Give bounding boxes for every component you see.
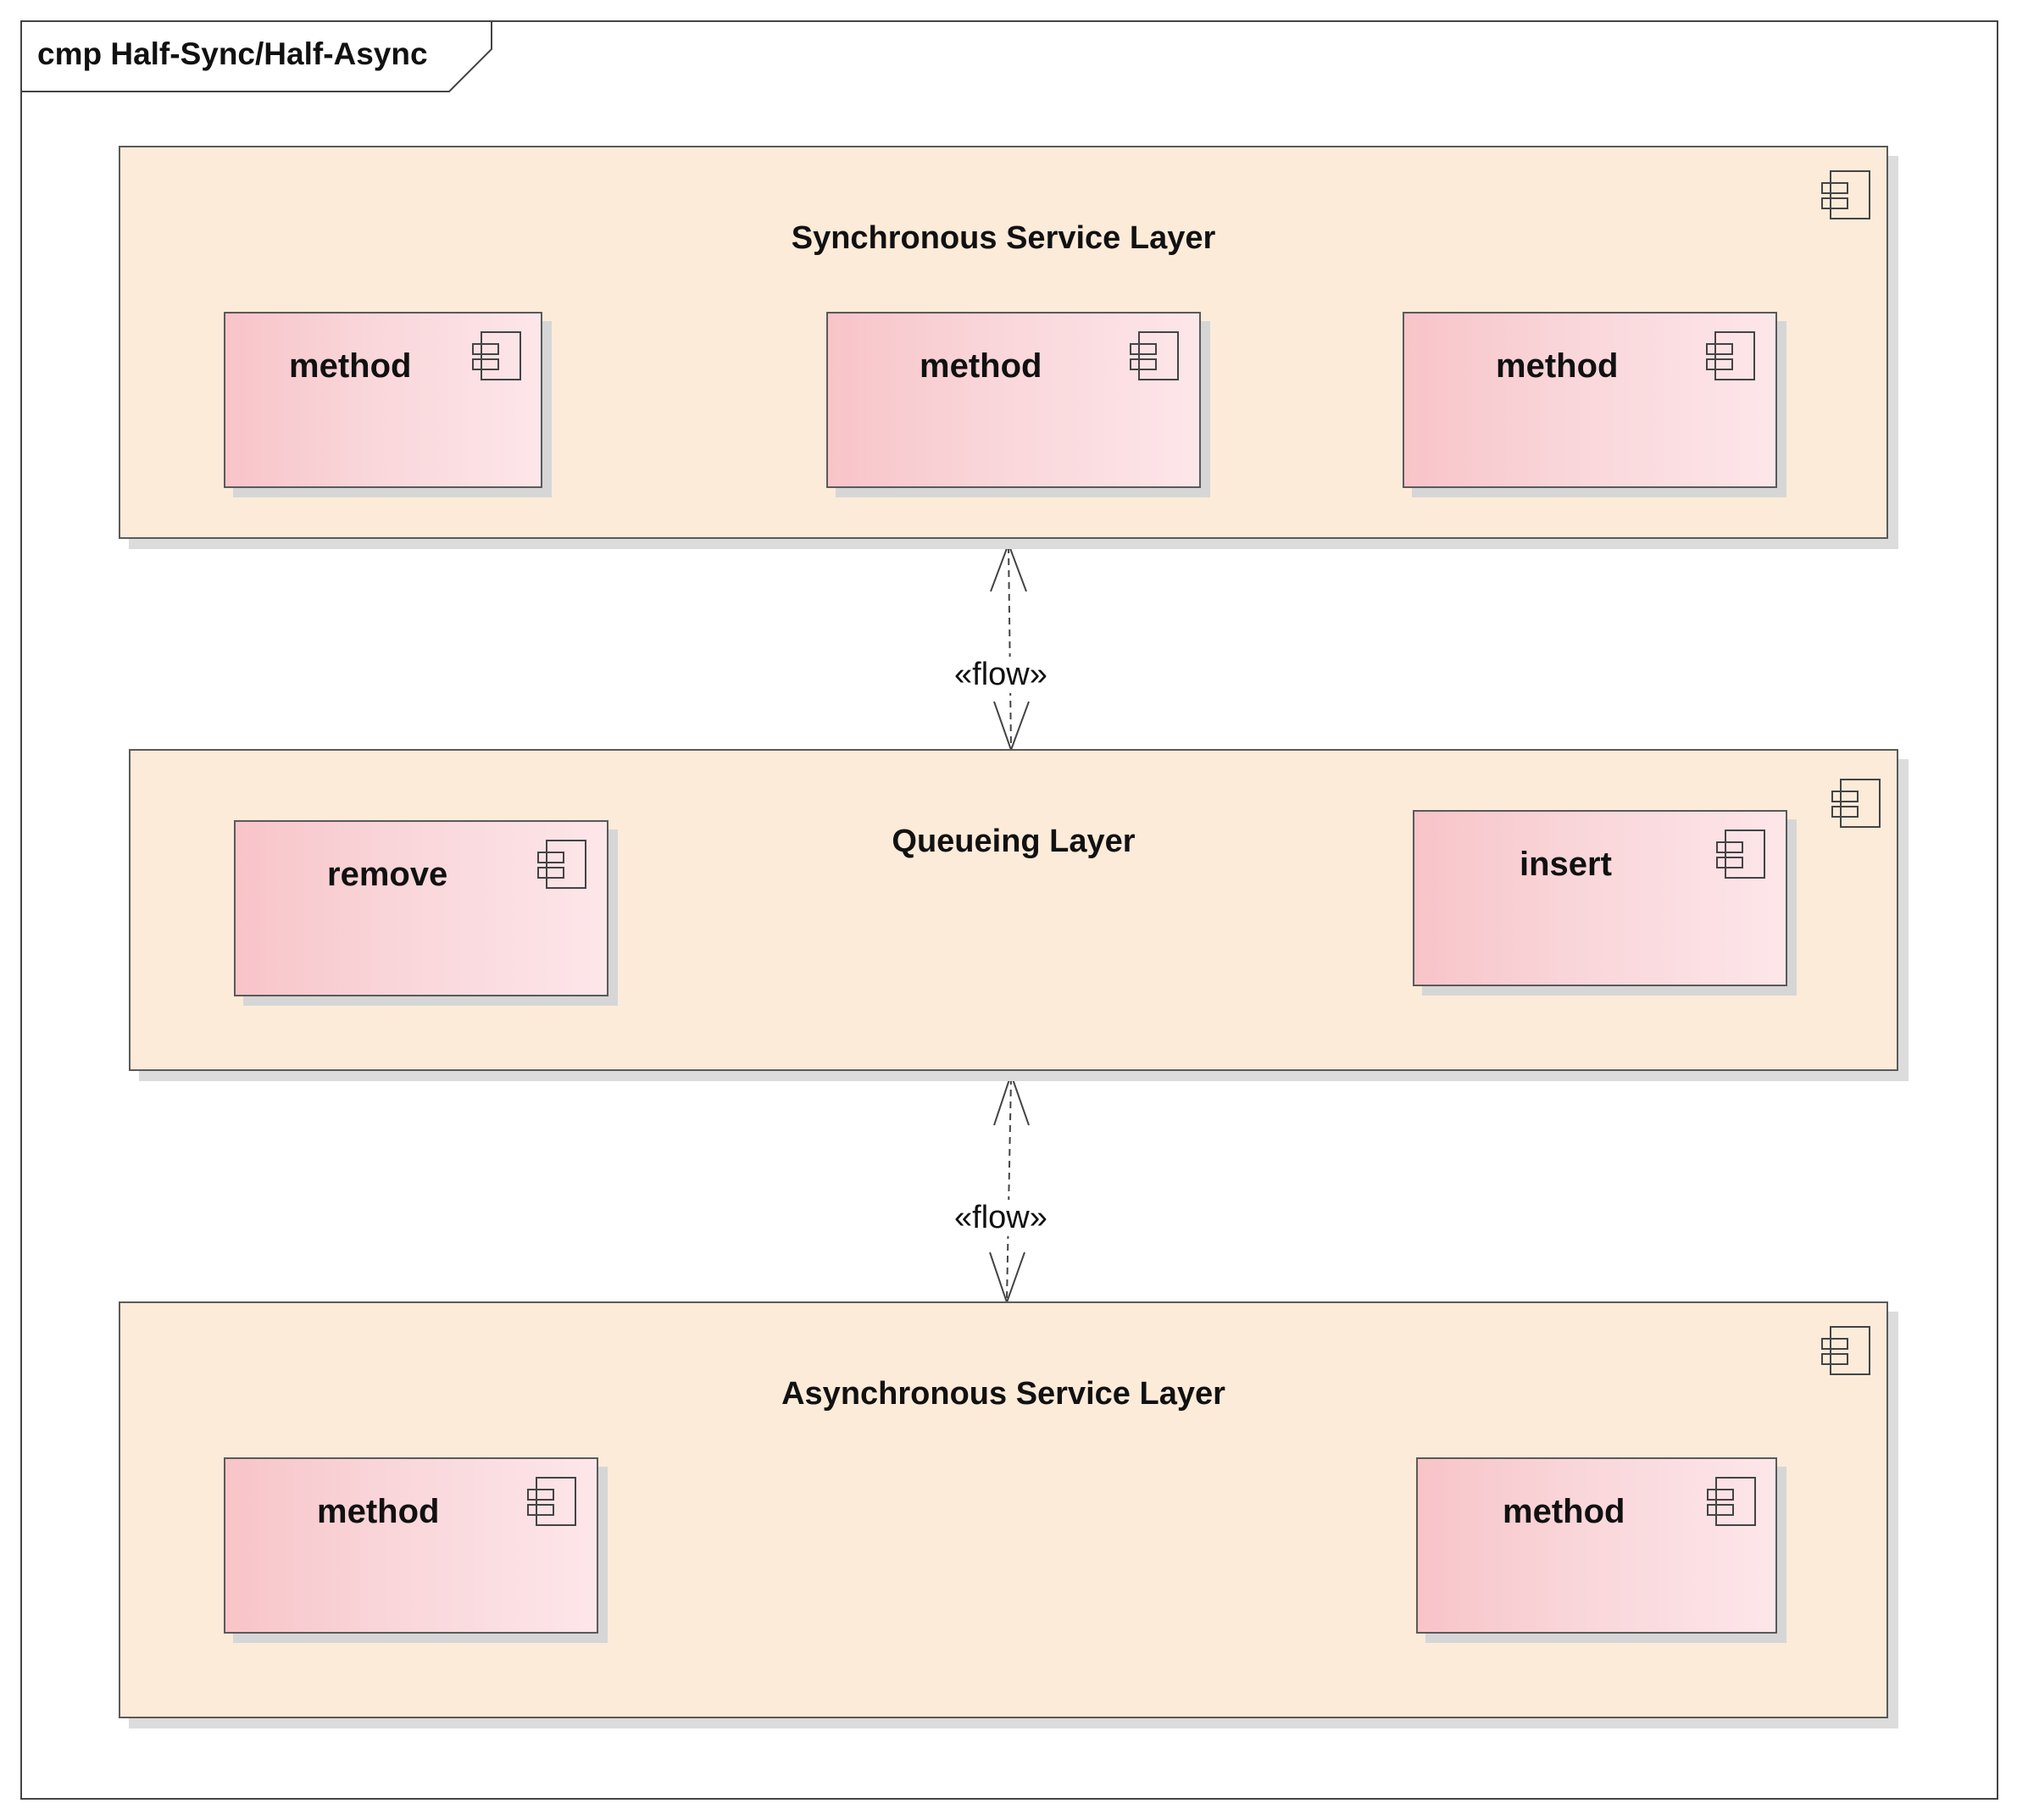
- component-label: remove: [327, 856, 448, 893]
- component-icon: [472, 331, 521, 380]
- layer-title: Synchronous Service Layer: [791, 220, 1216, 256]
- component-label: method: [1496, 347, 1619, 385]
- layer-title: Asynchronous Service Layer: [781, 1376, 1225, 1412]
- component-icon: [1821, 1326, 1870, 1375]
- component-label: method: [317, 1493, 440, 1530]
- component-icon: [1821, 170, 1870, 219]
- async-method-component-2[interactable]: method: [1416, 1457, 1777, 1634]
- component-label: insert: [1520, 846, 1612, 883]
- flow-label-1: «flow»: [951, 657, 1051, 693]
- queue-remove-component[interactable]: remove: [234, 820, 608, 996]
- component-icon: [1716, 830, 1765, 879]
- component-label: method: [1503, 1493, 1625, 1530]
- sync-method-component-1[interactable]: method: [224, 312, 542, 488]
- component-icon: [1130, 331, 1179, 380]
- layer-title: Queueing Layer: [892, 824, 1136, 859]
- component-icon: [1707, 1477, 1756, 1526]
- component-icon: [1831, 779, 1881, 828]
- flow-connector-2[interactable]: [989, 1071, 1030, 1306]
- component-label: method: [289, 347, 412, 385]
- component-icon: [537, 840, 586, 889]
- sync-method-component-3[interactable]: method: [1403, 312, 1777, 488]
- flow-connector-1[interactable]: [990, 541, 1030, 752]
- sync-method-component-2[interactable]: method: [826, 312, 1201, 488]
- queue-insert-component[interactable]: insert: [1413, 810, 1787, 986]
- component-icon: [527, 1477, 576, 1526]
- component-label: method: [920, 347, 1042, 385]
- component-icon: [1706, 331, 1755, 380]
- async-method-component-1[interactable]: method: [224, 1457, 598, 1634]
- diagram-title: cmp Half-Sync/Half-Async: [37, 36, 428, 71]
- flow-label-2: «flow»: [951, 1200, 1051, 1236]
